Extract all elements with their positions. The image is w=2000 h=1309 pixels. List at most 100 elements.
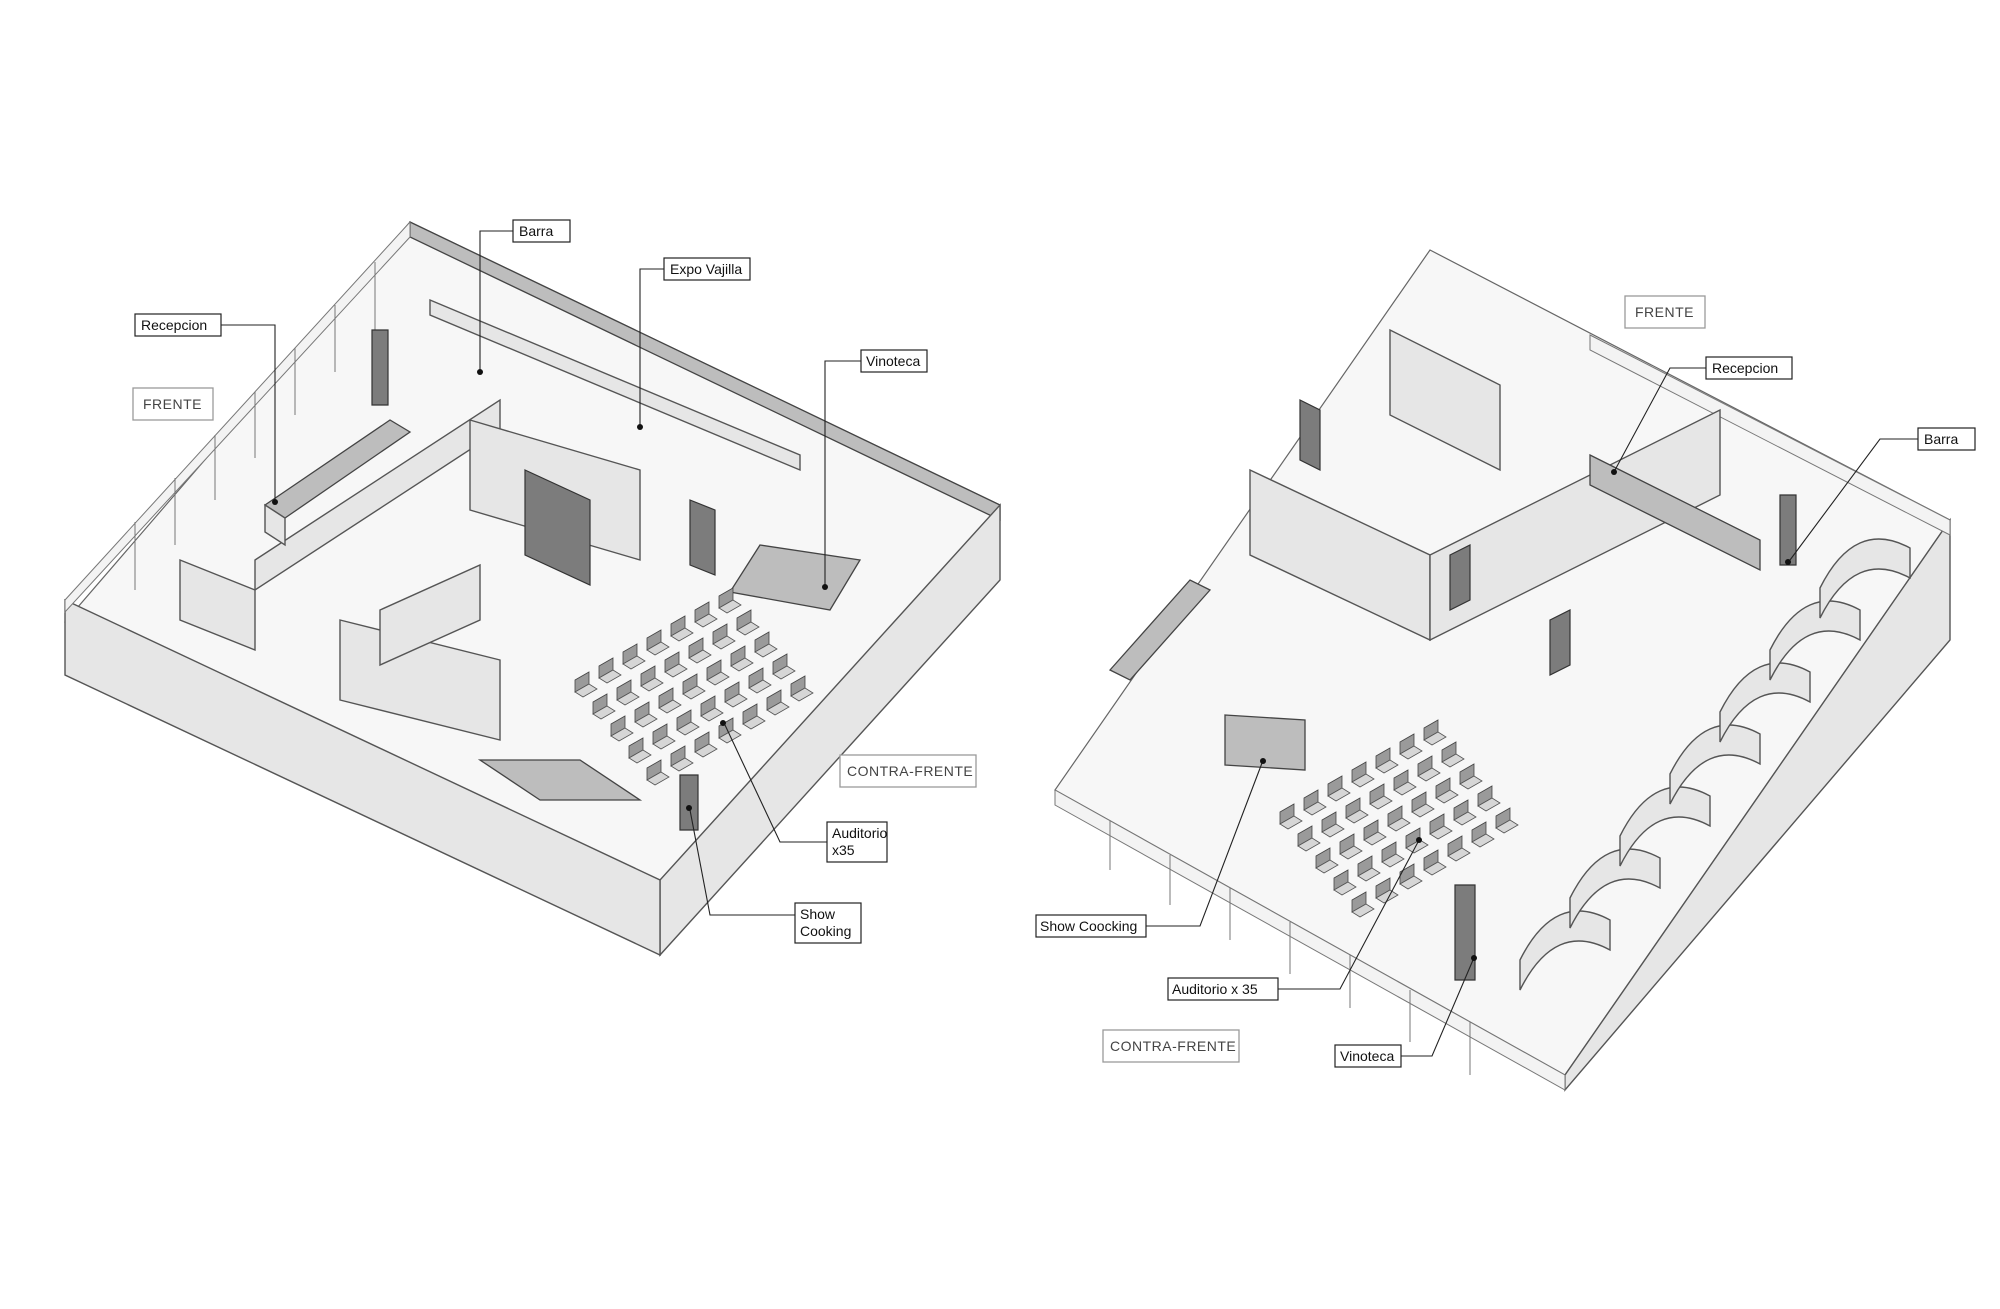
left-auditorium-chair-seat <box>682 685 706 700</box>
right-barra-vault <box>1769 600 1861 681</box>
right-label-vinoteca: Vinoteca <box>1334 955 1477 1068</box>
right-auditorium-chair-seat <box>1405 839 1429 854</box>
left-auditorium-chair-seat <box>718 599 742 614</box>
right-auditorium-chair-seat <box>1453 811 1477 826</box>
left-glazing-mullions <box>134 262 376 590</box>
right-auditorium-chair-seat <box>1477 797 1501 812</box>
right-barra-column <box>1779 494 1797 566</box>
right-barra-vault <box>1619 786 1711 867</box>
svg-text:Cooking: Cooking <box>800 923 851 939</box>
right-auditorium-chair-seat <box>1399 875 1423 890</box>
right-labels: FRENTE Recepcion Barra Show Coocking Aud… <box>1035 295 1976 1068</box>
right-reception-desk <box>1589 453 1761 572</box>
svg-text:Recepcion: Recepcion <box>1712 360 1778 376</box>
left-auditorium-chair-seat <box>712 635 736 650</box>
left-auditorium-chair-seat <box>676 721 700 736</box>
left-label-vinoteca: Vinoteca <box>822 349 928 590</box>
right-label-auditorio: Auditorio x 35 <box>1167 837 1422 1001</box>
right-auditorium-chair-seat <box>1279 815 1303 830</box>
left-auditorium-chair-seat <box>598 669 622 684</box>
right-barra-vault <box>1819 538 1911 619</box>
right-vinoteca-column <box>1454 884 1476 981</box>
left-label-show-cooking: Show Cooking <box>686 805 862 944</box>
svg-text:Auditorio: Auditorio <box>832 825 887 841</box>
right-show-cooking-island <box>1224 714 1306 771</box>
right-room-wall-3 <box>1389 328 1501 472</box>
right-auditorium-chair-seat <box>1375 889 1399 904</box>
right-caption-frente: FRENTE <box>1624 295 1706 329</box>
left-plan <box>64 220 1001 957</box>
right-auditorium-chair-seat <box>1435 789 1459 804</box>
left-auditorium-chair-seat <box>658 699 682 714</box>
svg-text:CONTRA-FRENTE: CONTRA-FRENTE <box>847 763 973 779</box>
right-auditorium-chair-seat <box>1423 731 1447 746</box>
right-auditorium-chair-seat <box>1357 867 1381 882</box>
left-show-cooking-column <box>679 774 699 831</box>
left-auditorium-chair-seat <box>628 749 652 764</box>
right-floor-slab <box>1054 249 1951 1076</box>
right-auditorium-chair-seat <box>1333 881 1357 896</box>
right-auditorium-chair-seat <box>1351 903 1375 918</box>
left-auditorium-chair-seat <box>736 621 760 636</box>
right-barra-vault <box>1669 724 1761 805</box>
left-auditorium-chair-seat <box>634 713 658 728</box>
left-auditorium-chair-seat <box>616 691 640 706</box>
svg-text:FRENTE: FRENTE <box>143 396 202 412</box>
right-contra-frente-glazing <box>1054 789 1566 1091</box>
left-auditorium-chair-seat <box>748 679 772 694</box>
left-auditorium-chair-seat <box>706 671 730 686</box>
left-label-barra: Barra <box>477 219 571 375</box>
left-auditorium-chair-seat <box>670 627 694 642</box>
svg-text:Barra: Barra <box>519 223 553 239</box>
right-show-cooking-counter <box>1108 579 1212 681</box>
right-label-recepcion: Recepcion <box>1611 356 1793 475</box>
right-auditorium-chair-seat <box>1399 745 1423 760</box>
left-auditorium-chair-seat <box>646 771 670 786</box>
right-auditorium-chair-seat <box>1471 833 1495 848</box>
left-auditorium-chair-seat <box>724 693 748 708</box>
right-room-wall-2 <box>1429 408 1721 642</box>
left-show-cooking-counter <box>477 759 643 801</box>
left-auditorium-chair-seat <box>670 757 694 772</box>
left-auditorium-chair-seat <box>730 657 754 672</box>
left-auditorium-chair-seat <box>694 743 718 758</box>
svg-text:Expo Vajilla: Expo Vajilla <box>670 261 742 277</box>
right-dark-panel-3 <box>1549 609 1571 676</box>
right-auditorium-chair-seat <box>1363 831 1387 846</box>
left-auditorium-chair-seat <box>640 677 664 692</box>
right-barra-vault <box>1719 662 1811 743</box>
left-auditorium-chair-seat <box>592 705 616 720</box>
left-auditorium-chair-seat <box>688 649 712 664</box>
right-barra-vault <box>1519 910 1611 991</box>
right-label-show-cooking: Show Coocking <box>1035 758 1266 938</box>
right-barra-vault <box>1569 848 1661 929</box>
right-auditorium-chair-seat <box>1381 853 1405 868</box>
right-label-barra: Barra <box>1785 427 1976 565</box>
right-auditorium-chair-seat <box>1345 809 1369 824</box>
right-auditorium-chair-seat <box>1321 823 1345 838</box>
left-auditorium-chair-seat <box>574 683 598 698</box>
left-auditorium-chair-seat <box>652 735 676 750</box>
right-caption-contra-frente: CONTRA-FRENTE <box>1102 1029 1240 1063</box>
svg-text:FRENTE: FRENTE <box>1635 304 1694 320</box>
right-barra-vaults <box>1519 538 1911 991</box>
svg-text:Vinoteca: Vinoteca <box>1340 1048 1394 1064</box>
right-auditorium-seats <box>1279 719 1519 918</box>
left-auditorium-chair-seat <box>700 707 724 722</box>
right-front-mullions <box>1109 820 1471 1075</box>
left-labels: Barra Expo Vajilla Recepcion FRENTE Vino… <box>132 219 977 944</box>
left-vinoteca-table <box>728 544 862 611</box>
right-frente-glazing <box>1589 334 1951 536</box>
right-auditorium-chair-seat <box>1351 773 1375 788</box>
right-auditorium-chair-seat <box>1423 861 1447 876</box>
svg-text:Show: Show <box>800 906 836 922</box>
right-dark-panel-2 <box>1449 544 1471 611</box>
right-auditorium-chair-seat <box>1411 803 1435 818</box>
svg-text:x35: x35 <box>832 842 855 858</box>
svg-text:Auditorio x 35: Auditorio x 35 <box>1172 981 1258 997</box>
right-auditorium-chair-seat <box>1315 859 1339 874</box>
right-auditorium-chair-seat <box>1297 837 1321 852</box>
svg-text:CONTRA-FRENTE: CONTRA-FRENTE <box>1110 1038 1236 1054</box>
